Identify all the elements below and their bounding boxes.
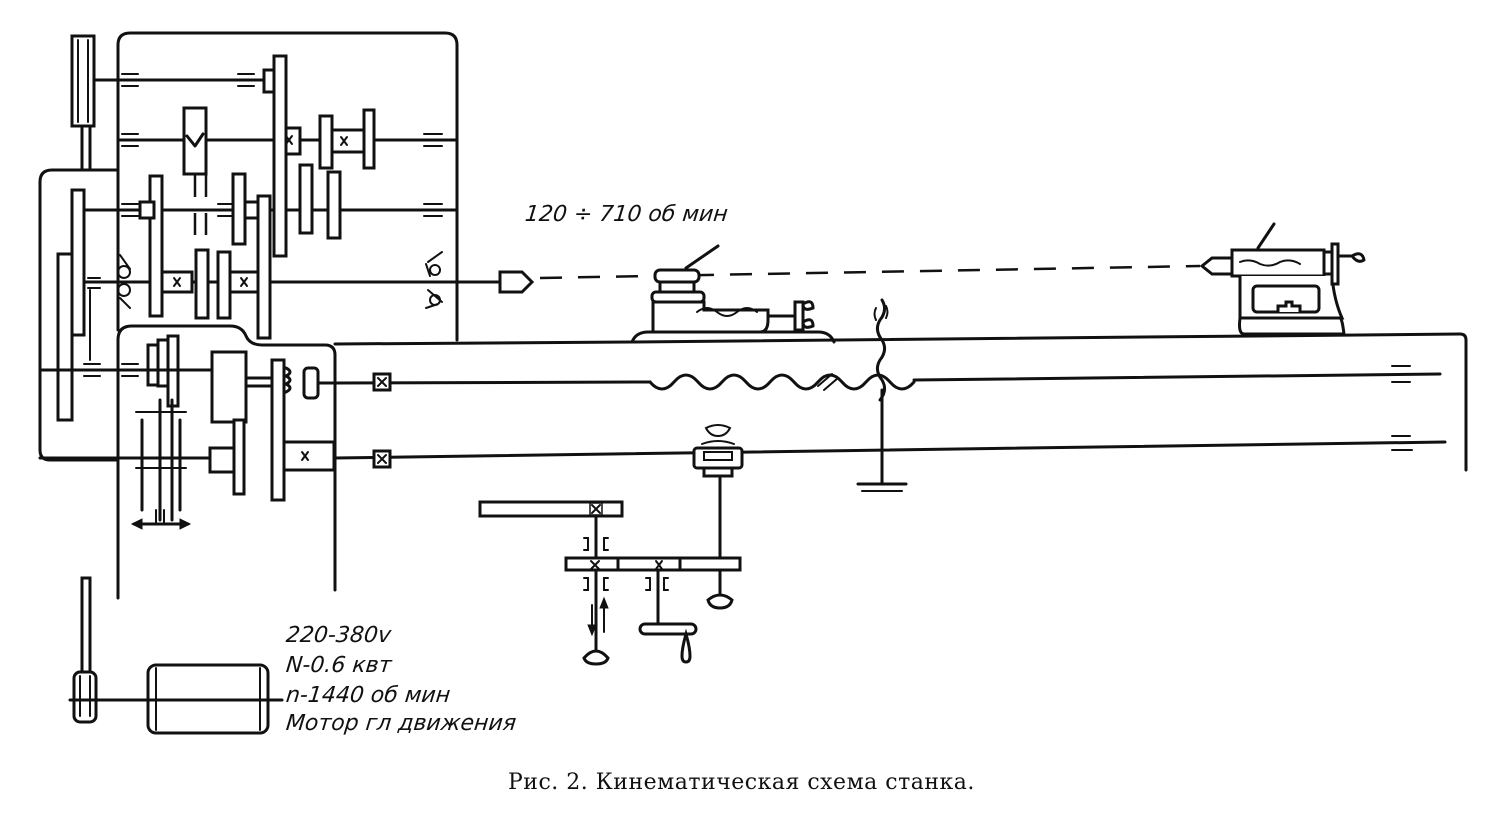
rack-drive-shaft	[856, 298, 908, 492]
feed-gearbox-housing	[116, 324, 337, 592]
lathe-bed	[333, 332, 1468, 472]
headstock-gears	[138, 54, 376, 340]
feed-gearbox-gears	[38, 334, 337, 530]
feed-shaft	[333, 435, 1447, 469]
main-motor	[68, 576, 284, 735]
headstock-housing	[38, 31, 459, 462]
change-gears	[40, 188, 139, 422]
spindle-speed-label: 120 ÷ 710 об мин	[523, 202, 730, 227]
apron-mechanism	[478, 424, 744, 666]
lead-screw	[333, 365, 1442, 392]
belt-pulley	[70, 34, 96, 172]
motor-rpm: n-1440 об мин	[284, 683, 452, 708]
spindle-bearing-symbols	[425, 251, 443, 309]
carriage	[630, 244, 836, 344]
motor-name: Мотор гл движения	[284, 711, 518, 736]
figure-caption: Рис. 2. Кинематическая схема станка.	[508, 770, 975, 795]
motor-power: N-0.6 квт	[284, 653, 393, 678]
spindle-center	[498, 264, 1201, 294]
tailstock	[1199, 222, 1366, 336]
motor-voltage: 220-380v	[284, 623, 393, 648]
